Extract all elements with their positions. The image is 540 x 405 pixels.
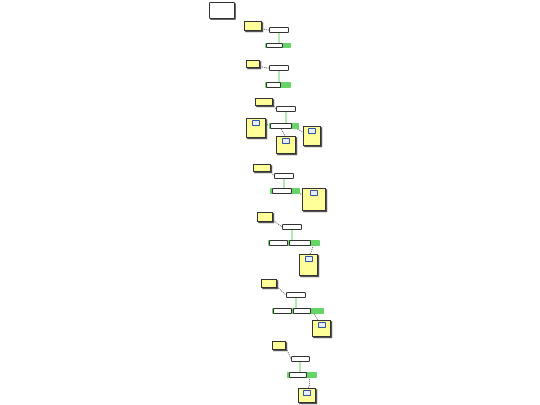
section-7-child-0[interactable] bbox=[289, 372, 307, 378]
section-7-node[interactable] bbox=[291, 356, 310, 362]
green-connector-layer bbox=[278, 33, 301, 372]
section-1-node[interactable] bbox=[269, 27, 289, 33]
section-4-label bbox=[253, 164, 271, 172]
section-1-label-link bbox=[261, 27, 270, 31]
section-3-node[interactable] bbox=[276, 106, 296, 112]
section-3-child-0[interactable] bbox=[270, 123, 292, 129]
section-5-child-0[interactable] bbox=[269, 240, 288, 246]
document-icon bbox=[317, 321, 326, 328]
document-icon bbox=[310, 189, 318, 196]
section-1-label bbox=[244, 21, 262, 31]
section-6-note-0 bbox=[312, 320, 331, 337]
info-note bbox=[209, 2, 235, 19]
section-4-child-0[interactable] bbox=[272, 188, 292, 194]
section-5-note-0 bbox=[299, 254, 318, 276]
section-5-label-link bbox=[272, 219, 283, 228]
document-icon bbox=[252, 119, 260, 126]
section-6-label bbox=[261, 279, 277, 288]
section-2-child-0[interactable] bbox=[266, 82, 281, 88]
section-7-label-link bbox=[285, 347, 292, 360]
section-2-label-link bbox=[259, 65, 270, 69]
section-7-note-0-link bbox=[306, 374, 311, 389]
document-icon bbox=[282, 137, 290, 144]
section-6-child-1[interactable] bbox=[293, 308, 311, 314]
section-3-note-0 bbox=[246, 118, 266, 138]
document-icon bbox=[303, 389, 311, 396]
section-7-label bbox=[272, 341, 286, 350]
section-6-label-link bbox=[276, 285, 287, 296]
section-2-label bbox=[246, 60, 260, 68]
document-icon bbox=[308, 127, 316, 134]
section-4-node[interactable] bbox=[274, 173, 294, 179]
section-4-label-link bbox=[270, 169, 275, 177]
document-icon bbox=[304, 255, 313, 262]
section-3-note-1 bbox=[276, 136, 296, 154]
section-6-node[interactable] bbox=[286, 292, 306, 298]
section-1-child-0[interactable] bbox=[266, 43, 283, 48]
section-3-label bbox=[255, 98, 273, 106]
section-7-note-0 bbox=[298, 388, 316, 403]
section-5-label bbox=[257, 212, 273, 222]
section-6-child-0[interactable] bbox=[273, 308, 292, 314]
section-2-node[interactable] bbox=[269, 65, 289, 71]
section-3-note-2 bbox=[303, 126, 321, 146]
section-5-node[interactable] bbox=[282, 224, 302, 230]
section-5-child-1[interactable] bbox=[289, 240, 311, 246]
section-4-note-0 bbox=[302, 188, 326, 211]
section-3-note-1-link bbox=[280, 128, 286, 137]
section-3-label-link bbox=[272, 103, 277, 110]
